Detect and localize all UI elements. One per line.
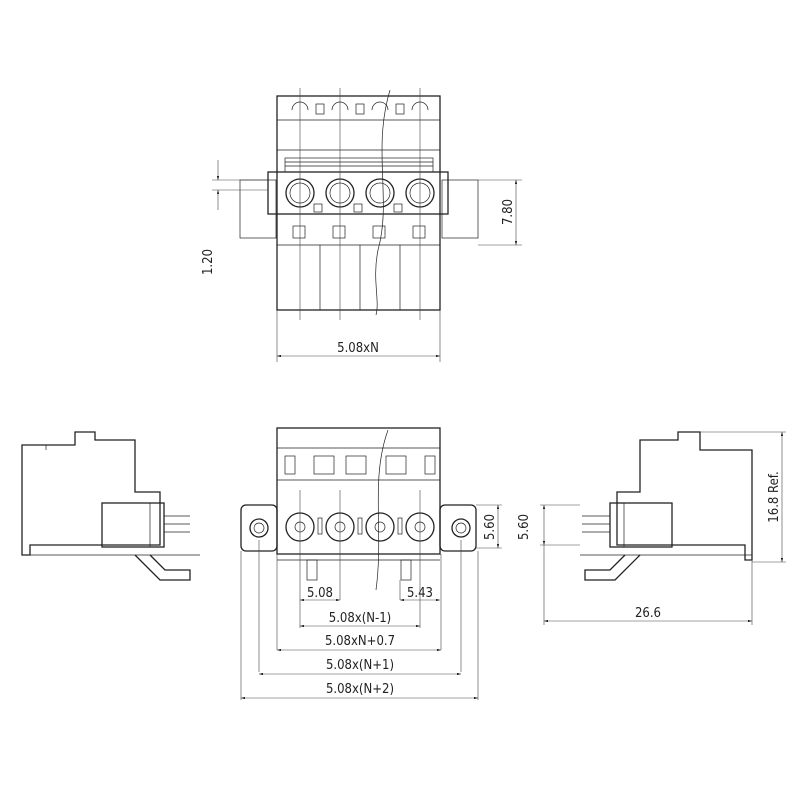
dim-span-n-plus-2: 5.08x(N+2) bbox=[326, 682, 394, 697]
left-side-view bbox=[21, 431, 200, 581]
dim-end: 5.43 bbox=[407, 586, 433, 601]
dim-top-offset: 1.20 bbox=[201, 249, 216, 275]
dim-top-width: 5.08xN bbox=[337, 341, 379, 356]
dim-top-height: 7.80 bbox=[501, 199, 516, 225]
dim-span-n-plus-1: 5.08x(N+1) bbox=[326, 658, 394, 673]
dim-side-height: 5.60 bbox=[517, 514, 532, 540]
top-view-terminals bbox=[285, 101, 435, 239]
dim-depth: 26.6 bbox=[635, 606, 661, 621]
front-view-terminals bbox=[285, 512, 435, 542]
dim-span-n-minus-1: 5.08x(N-1) bbox=[329, 611, 392, 626]
dim-pitch: 5.08 bbox=[307, 586, 333, 601]
dim-span-body: 5.08xN+0.7 bbox=[325, 634, 395, 649]
top-view: 5.08xN 7.80 1.20 bbox=[201, 88, 522, 362]
dim-total-height: 16.8 Ref. bbox=[767, 471, 782, 522]
right-side-view: 5.60 16.8 Ref. 26.6 bbox=[517, 431, 786, 625]
dim-flange-height: 5.60 bbox=[483, 514, 498, 540]
front-view: 5.08 5.43 5.08x(N-1) 5.08xN+0.7 5.08x(N+… bbox=[240, 427, 502, 700]
